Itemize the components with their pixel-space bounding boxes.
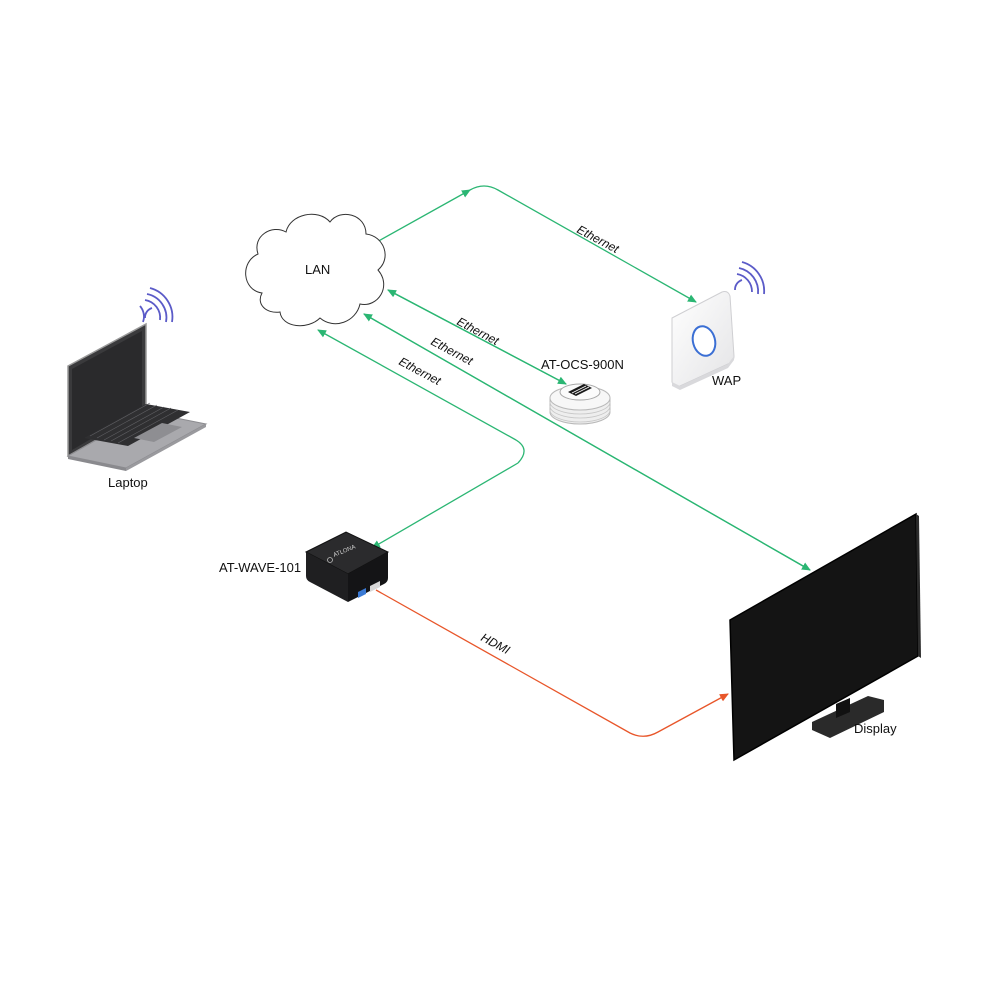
ocs-label: AT-OCS-900N xyxy=(541,357,624,372)
conn-label-lan-wave: Ethernet xyxy=(397,354,444,388)
conn-label-lan-display: Ethernet xyxy=(429,334,476,368)
cloud-icon xyxy=(245,213,386,327)
ethernet-line-lan-display-start xyxy=(363,313,811,571)
lan-cloud: LAN xyxy=(245,213,386,327)
ethernet-line-lan-wap xyxy=(461,185,697,303)
wap-ring-icon xyxy=(691,325,717,357)
laptop: Laptop xyxy=(66,287,208,490)
display-label: Display xyxy=(854,721,897,736)
conn-label-lan-ocs: Ethernet xyxy=(455,314,502,348)
wap-label: WAP xyxy=(712,373,741,388)
ocs-sensor: AT-OCS-900N xyxy=(541,357,624,425)
conn-label-hdmi: HDMI xyxy=(479,630,513,657)
wave-box: AT-WAVE-101 ATLONA xyxy=(219,531,390,602)
ethernet-line-lan-wave xyxy=(317,329,525,464)
connection-lines xyxy=(317,185,811,737)
wap: WAP xyxy=(671,261,766,390)
lan-label: LAN xyxy=(305,262,330,277)
ethernet-line-lan-ocs-end xyxy=(387,289,567,385)
wifi-icon xyxy=(139,287,174,323)
hdmi-line-wave-display xyxy=(375,589,729,737)
display: Display xyxy=(729,512,921,762)
wifi-icon xyxy=(734,261,766,295)
wave-label: AT-WAVE-101 xyxy=(219,560,301,575)
conn-label-lan-wap: Ethernet xyxy=(575,222,622,256)
ethernet-line-wave-end xyxy=(371,462,519,549)
laptop-label: Laptop xyxy=(108,475,148,490)
ethernet-line-lan-wap-start xyxy=(365,189,471,249)
